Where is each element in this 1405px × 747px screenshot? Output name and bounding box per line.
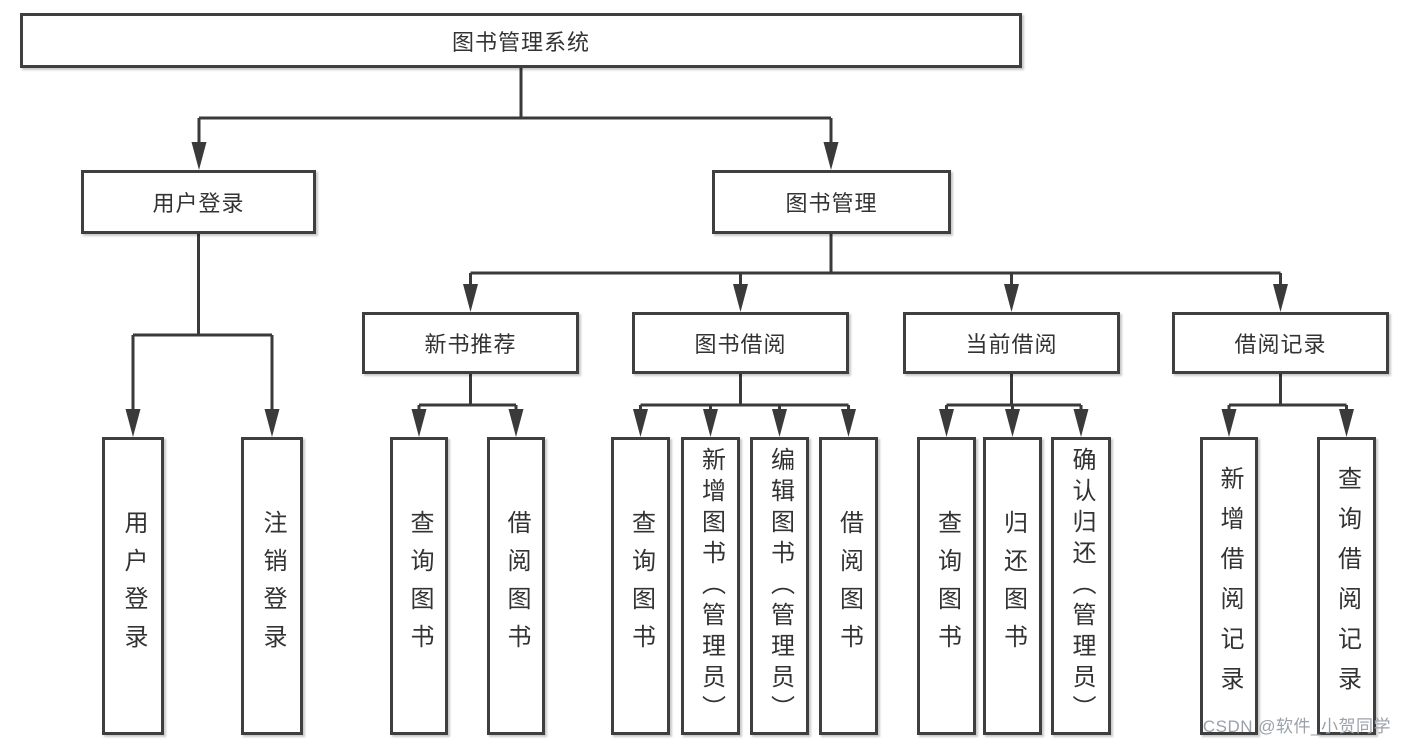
arrow-down-icon [1221, 409, 1237, 437]
connector-new-book-subtree [411, 374, 524, 437]
arrow-down-icon [939, 409, 954, 437]
node-label: 当前借阅 [965, 332, 1058, 357]
arrow-down-icon [463, 284, 478, 312]
leaf-label: 查询图书 [406, 510, 433, 662]
leaf-label: 归还图书 [999, 510, 1027, 662]
leaf-query-borrow-record: 查询借阅记录 [1317, 437, 1376, 735]
arrow-down-icon [633, 409, 648, 437]
connector-current-borrow-subtree [939, 374, 1089, 437]
leaf-borrow-books: 借阅图书 [487, 437, 545, 735]
arrow-down-icon [1073, 409, 1089, 437]
leaf-label: 借阅图书 [835, 510, 863, 662]
connector-book-borrow-subtree [633, 374, 856, 437]
leaf-label: 确认归还（管理员） [1068, 446, 1095, 726]
arrow-down-icon [1273, 284, 1288, 312]
node-label: 图书借阅 [694, 332, 787, 357]
leaf-add-books-admin: 新增图书（管理员） [681, 437, 740, 735]
leaf-query-books: 查询图书 [917, 437, 976, 735]
connector-user-login-subtree [125, 234, 280, 437]
arrow-down-icon [1004, 284, 1019, 312]
connector-borrow-records-subtree [1221, 374, 1354, 437]
node-book-management: 图书管理 [712, 170, 951, 234]
csdn-watermark: CSDN @软件_小贺同学 [1202, 717, 1391, 736]
node-label: 用户登录 [152, 191, 245, 216]
leaf-borrow-books: 借阅图书 [819, 437, 878, 735]
leaf-user-login: 用户登录 [102, 437, 164, 735]
leaf-label: 查询图书 [627, 510, 655, 662]
leaf-label: 查询图书 [933, 510, 961, 662]
arrow-down-icon [703, 409, 718, 437]
leaf-query-books: 查询图书 [611, 437, 670, 735]
node-new-book-recommend: 新书推荐 [362, 312, 579, 374]
leaf-label: 注销登录 [259, 510, 286, 662]
leaf-add-borrow-record: 新增借阅记录 [1200, 437, 1258, 735]
node-current-borrow: 当前借阅 [903, 312, 1120, 374]
arrow-down-icon [191, 142, 207, 170]
arrow-down-icon [1005, 409, 1020, 437]
arrow-down-icon [1339, 409, 1354, 437]
node-book-borrow: 图书借阅 [632, 312, 849, 374]
node-library-management-system: 图书管理系统 [20, 13, 1022, 68]
leaf-label: 查询借阅记录 [1333, 466, 1361, 706]
node-label: 图书管理系统 [451, 29, 590, 55]
leaf-label: 用户登录 [120, 510, 147, 662]
arrow-down-icon [772, 409, 787, 437]
leaf-return-books: 归还图书 [983, 437, 1042, 735]
arrow-down-icon [841, 409, 856, 437]
arrow-down-icon [264, 409, 280, 437]
node-label: 新书推荐 [424, 332, 517, 357]
connector-root-to-level2 [191, 68, 839, 170]
leaf-confirm-return-admin: 确认归还（管理员） [1051, 437, 1111, 735]
leaf-label: 编辑图书（管理员） [766, 446, 794, 726]
arrow-down-icon [733, 284, 748, 312]
leaf-logout: 注销登录 [241, 437, 303, 735]
leaf-label: 借阅图书 [503, 510, 530, 662]
arrow-down-icon [508, 409, 524, 437]
node-borrow-records: 借阅记录 [1172, 312, 1389, 374]
leaf-edit-books-admin: 编辑图书（管理员） [750, 437, 809, 735]
arrow-down-icon [125, 409, 141, 437]
arrow-down-icon [411, 409, 427, 437]
leaf-query-books: 查询图书 [390, 437, 448, 735]
node-label: 图书管理 [785, 191, 878, 216]
arrow-down-icon [823, 142, 839, 170]
node-user-login: 用户登录 [81, 170, 316, 234]
leaf-label: 新增借阅记录 [1216, 466, 1243, 706]
node-label: 借阅记录 [1234, 332, 1327, 357]
connector-book-management-subtree [463, 234, 1288, 312]
leaf-label: 新增图书（管理员） [697, 446, 725, 726]
